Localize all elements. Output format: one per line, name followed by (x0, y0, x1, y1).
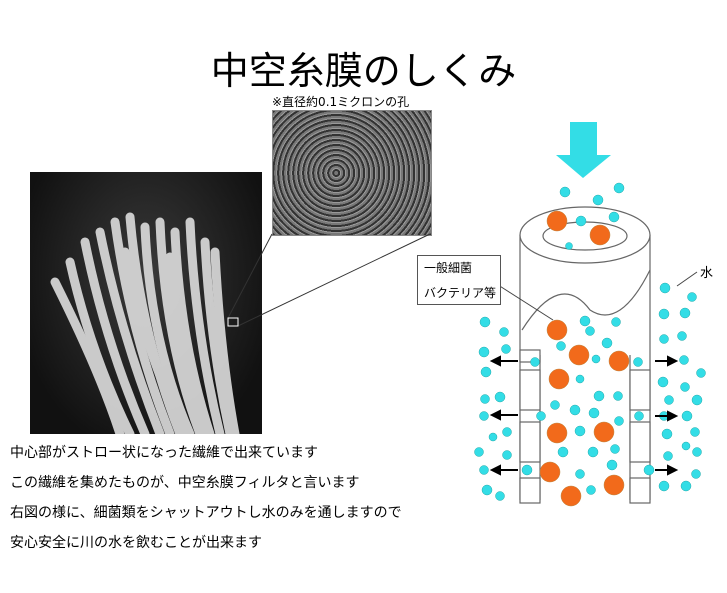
description-line: この繊維を集めたものが、中空糸膜フィルタと言います (10, 475, 360, 491)
water-label: 水 (700, 266, 714, 281)
bacteria-label: 一般細菌 バクテリア等 (417, 255, 501, 305)
description-line: 中心部がストロー状になった繊維で出来ています (10, 445, 318, 461)
micrograph-image (272, 110, 432, 236)
label-pointer (494, 282, 554, 321)
water-pointer (676, 271, 698, 287)
bacteria-label-line: 一般細菌 (424, 261, 473, 275)
fiber-bundle-illustration (50, 212, 240, 439)
description-line: 安心安全に川の水を飲むことが出来ます (10, 535, 262, 551)
outflow-arrows (489, 355, 679, 476)
fiber-bundle-photo (30, 172, 262, 439)
description-line: 右図の様に、細菌類をシャットアウトし水のみを通しますので (10, 505, 402, 521)
flow-arrow-icon (556, 122, 611, 178)
bacteria (539, 210, 630, 507)
micrograph-caption: ※直径約0.1ミクロンの孔 (272, 95, 410, 109)
water-molecules (474, 182, 706, 501)
bacteria-label-line: バクテリア等 (424, 286, 497, 300)
page-title: 中空糸膜のしくみ (210, 49, 517, 93)
